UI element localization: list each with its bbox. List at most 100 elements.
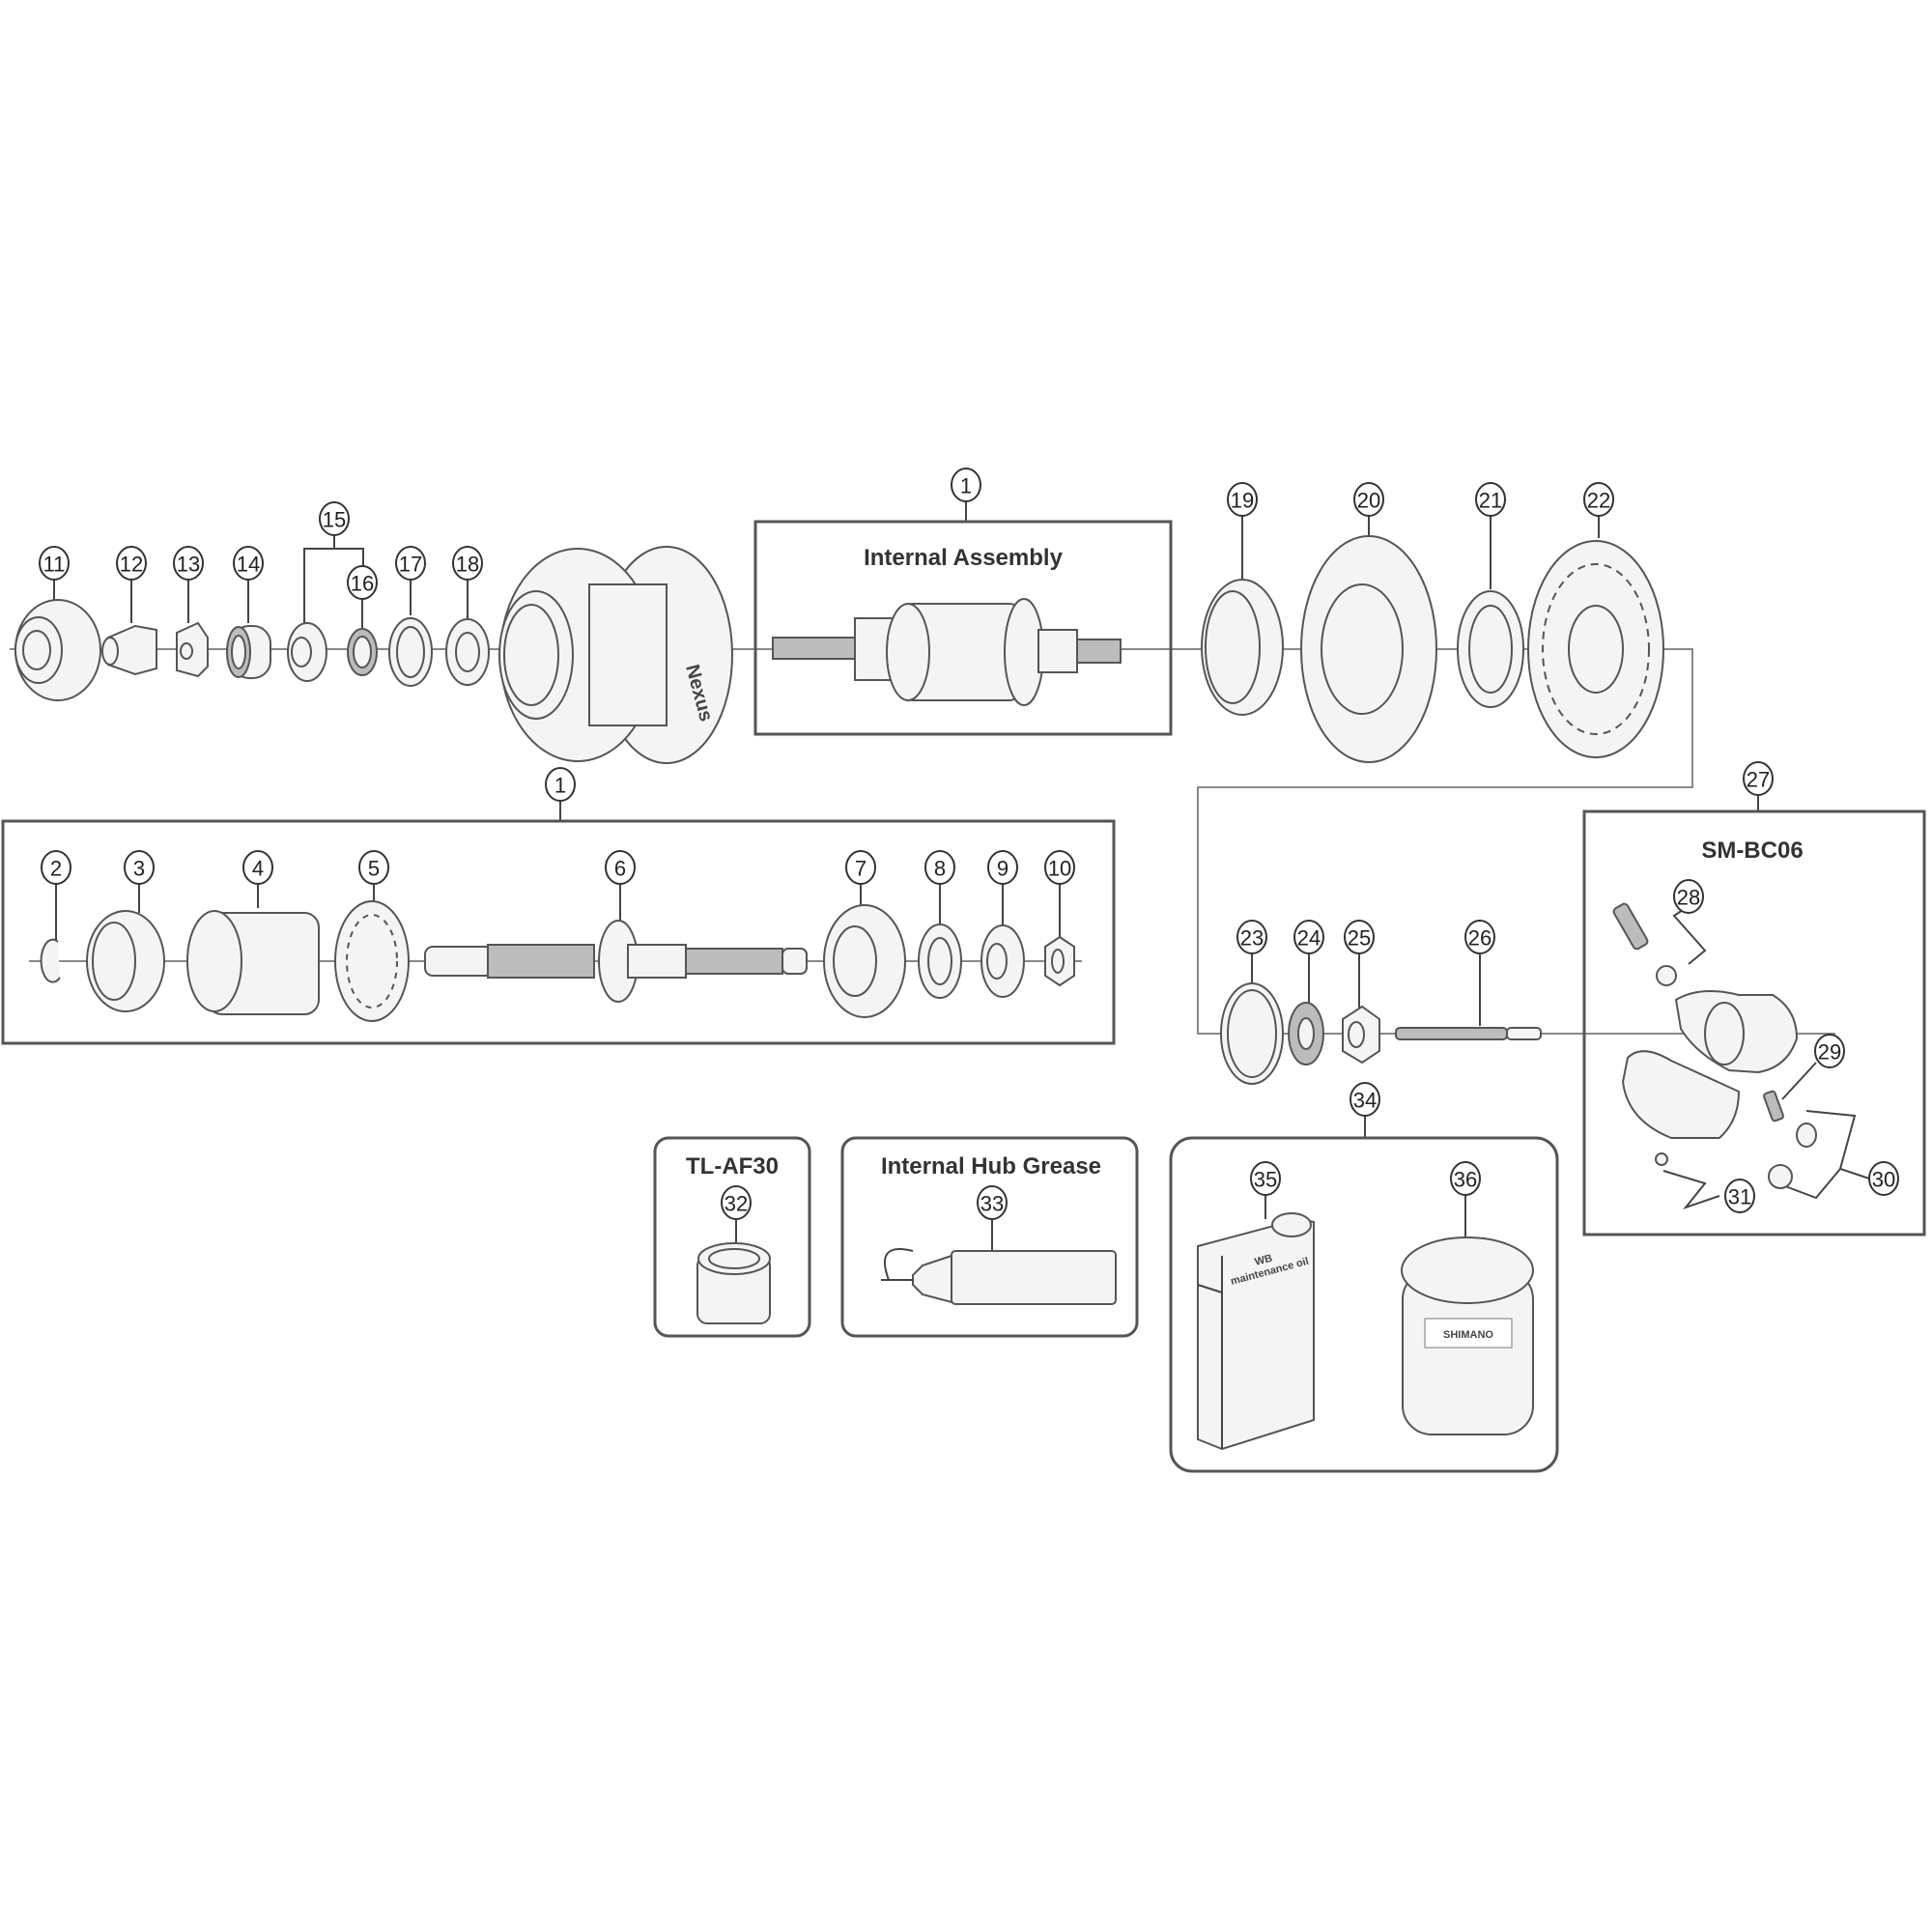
part-18-ball-retainer bbox=[445, 579, 490, 686]
svg-text:22: 22 bbox=[1587, 489, 1610, 513]
callout-6: 6 bbox=[605, 850, 636, 885]
callout-27: 27 bbox=[1743, 761, 1774, 796]
callout-33: 33 bbox=[977, 1185, 1008, 1220]
svg-text:15: 15 bbox=[323, 508, 346, 532]
callout-20: 20 bbox=[1353, 482, 1384, 517]
callout-1: 1 bbox=[951, 468, 981, 502]
callout-32: 32 bbox=[721, 1185, 752, 1220]
part-21-ring bbox=[1457, 515, 1524, 708]
svg-text:6: 6 bbox=[614, 857, 626, 881]
callout-15: 15 bbox=[319, 501, 350, 536]
svg-text:2: 2 bbox=[50, 857, 62, 881]
svg-text:3: 3 bbox=[133, 857, 145, 881]
svg-text:30: 30 bbox=[1872, 1168, 1895, 1192]
part-16-seal bbox=[347, 628, 378, 676]
svg-text:36: 36 bbox=[1454, 1168, 1477, 1192]
callout-30: 30 bbox=[1868, 1161, 1899, 1196]
svg-text:12: 12 bbox=[120, 553, 143, 577]
svg-text:28: 28 bbox=[1677, 886, 1700, 910]
sm-bc06-box: SM-BC06 bbox=[1582, 794, 1926, 1236]
part-20-dust-shield bbox=[1300, 515, 1437, 763]
callout-4: 4 bbox=[242, 850, 273, 885]
callout-35: 35 bbox=[1250, 1161, 1281, 1196]
part-11-dust-cap bbox=[14, 579, 101, 701]
callout-10: 10 bbox=[1044, 850, 1075, 885]
svg-text:1: 1 bbox=[960, 474, 972, 498]
part-12-cone-nut bbox=[101, 579, 157, 676]
callout-8: 8 bbox=[924, 850, 955, 885]
oil-can-label-1: WB bbox=[1254, 1253, 1274, 1268]
svg-text:13: 13 bbox=[177, 553, 200, 577]
callout-36: 36 bbox=[1450, 1161, 1481, 1196]
callout-13: 13 bbox=[173, 546, 204, 581]
part-26-axle-bolt bbox=[1395, 952, 1542, 1040]
svg-text:4: 4 bbox=[252, 857, 264, 881]
hub-shell: Nexus bbox=[498, 546, 733, 764]
svg-text:19: 19 bbox=[1231, 489, 1254, 513]
svg-text:5: 5 bbox=[368, 857, 380, 881]
svg-text:34: 34 bbox=[1353, 1089, 1377, 1113]
svg-text:31: 31 bbox=[1728, 1185, 1751, 1209]
svg-text:29: 29 bbox=[1818, 1040, 1841, 1065]
svg-text:10: 10 bbox=[1048, 857, 1071, 881]
callout-5: 5 bbox=[358, 850, 389, 885]
callout-23: 23 bbox=[1236, 920, 1267, 954]
callout-24: 24 bbox=[1293, 920, 1324, 954]
svg-text:1: 1 bbox=[554, 774, 566, 798]
callout-34: 34 bbox=[1350, 1082, 1380, 1117]
svg-text:11: 11 bbox=[43, 553, 66, 577]
svg-text:16: 16 bbox=[351, 572, 374, 596]
svg-text:27: 27 bbox=[1747, 768, 1770, 792]
svg-text:24: 24 bbox=[1297, 926, 1321, 951]
svg-text:32: 32 bbox=[724, 1192, 748, 1216]
internal-assembly-detail-box bbox=[1, 800, 1116, 1045]
part-25-nut bbox=[1342, 952, 1380, 1065]
grease-jar-label: SHIMANO bbox=[1443, 1329, 1493, 1341]
part-15-16-bracket bbox=[303, 534, 364, 628]
tl-af30-box: TL-AF30 bbox=[653, 1136, 811, 1338]
callout-11: 11 bbox=[39, 546, 70, 581]
internal-hub-grease-title: Internal Hub Grease bbox=[881, 1153, 1101, 1179]
callout-17: 17 bbox=[395, 546, 426, 581]
part-13-lock-nut bbox=[176, 579, 209, 678]
callout-3: 3 bbox=[124, 850, 155, 885]
svg-text:25: 25 bbox=[1348, 926, 1371, 951]
callout-26: 26 bbox=[1464, 920, 1495, 954]
callout-14: 14 bbox=[233, 546, 264, 581]
part-23-o-ring bbox=[1220, 952, 1284, 1085]
internal-assembly-box: Internal Assembly bbox=[753, 500, 1173, 736]
part-17-ring bbox=[388, 579, 433, 687]
svg-text:33: 33 bbox=[980, 1192, 1004, 1216]
callout-18: 18 bbox=[452, 546, 483, 581]
callout-31: 31 bbox=[1724, 1179, 1755, 1213]
svg-text:35: 35 bbox=[1254, 1168, 1277, 1192]
part-22-sprocket bbox=[1527, 515, 1664, 758]
part-14-bearing bbox=[226, 579, 271, 679]
internal-assembly-title: Internal Assembly bbox=[864, 545, 1064, 571]
svg-text:26: 26 bbox=[1468, 926, 1492, 951]
callout-25: 25 bbox=[1344, 920, 1375, 954]
svg-text:21: 21 bbox=[1479, 489, 1502, 513]
callout-19: 19 bbox=[1227, 482, 1258, 517]
callout-21: 21 bbox=[1475, 482, 1506, 517]
svg-text:9: 9 bbox=[997, 857, 1009, 881]
svg-text:20: 20 bbox=[1357, 489, 1380, 513]
svg-text:17: 17 bbox=[399, 553, 422, 577]
callout-9: 9 bbox=[987, 850, 1018, 885]
callout-1: 1 bbox=[545, 767, 576, 802]
internal-hub-grease-box: Internal Hub Grease bbox=[840, 1136, 1139, 1338]
part-15-cone bbox=[287, 622, 327, 682]
tl-af30-title: TL-AF30 bbox=[686, 1153, 779, 1179]
svg-text:8: 8 bbox=[934, 857, 946, 881]
svg-text:14: 14 bbox=[237, 553, 260, 577]
svg-text:18: 18 bbox=[456, 553, 479, 577]
callout-2: 2 bbox=[41, 850, 71, 885]
callout-28: 28 bbox=[1673, 879, 1704, 914]
sm-bc06-title: SM-BC06 bbox=[1701, 838, 1803, 864]
callout-12: 12 bbox=[116, 546, 147, 581]
callout-29: 29 bbox=[1814, 1034, 1845, 1068]
svg-text:23: 23 bbox=[1240, 926, 1264, 951]
part-24-bearing bbox=[1288, 952, 1324, 1065]
